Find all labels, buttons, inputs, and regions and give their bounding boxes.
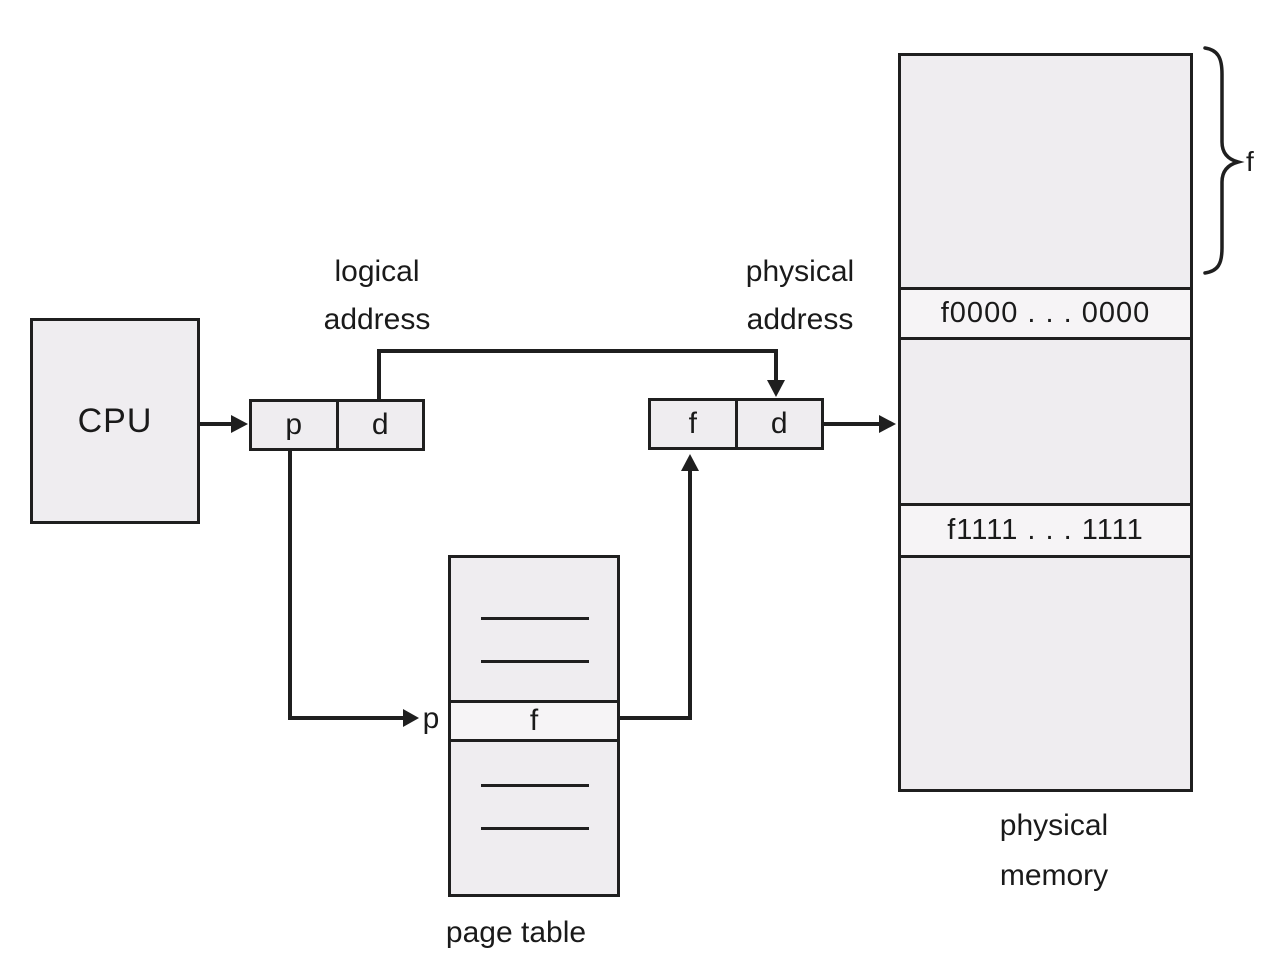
cpu-box: CPU [30, 318, 200, 524]
arrowhead-into-page-table-pointer [403, 709, 419, 727]
arrowhead-into-physical-f [681, 454, 699, 471]
physical-memory-caption-line1: physical [999, 809, 1109, 842]
physical-address-d-label: d [770, 407, 788, 440]
physical-address-register: f d [648, 398, 824, 450]
cpu-label: CPU [77, 401, 153, 440]
line-logical-d-to-physical-d [377, 349, 778, 400]
memory-frame-row-bottom: f1111 . . . 1111 [901, 503, 1190, 558]
physical-address-d-cell: d [738, 401, 822, 447]
logical-address-caption-line2: address [323, 303, 431, 336]
line-logical-p-to-page-table [288, 451, 404, 720]
logical-address-d-label: d [371, 408, 389, 441]
logical-address-p-cell: p [252, 402, 339, 448]
page-table-pointer-label: p [422, 702, 440, 735]
line-page-table-to-physical-f [620, 470, 692, 720]
logical-address-caption-line1: logical [334, 255, 420, 288]
memory-frame-top-label: f0000 . . . 0000 [940, 297, 1151, 329]
arrowhead-into-physical-d [767, 380, 785, 397]
page-table-entry-dash-4 [481, 827, 589, 830]
memory-frame-row-top: f0000 . . . 0000 [901, 287, 1190, 340]
frame-brace [1203, 46, 1245, 275]
logical-address-register: p d [249, 399, 425, 451]
physical-address-f-cell: f [651, 401, 738, 447]
physical-memory-box: f0000 . . . 0000 f1111 . . . 1111 [898, 53, 1193, 792]
page-table-box: f [448, 555, 620, 897]
frame-brace-label: f [1246, 146, 1254, 177]
page-table-entry-dash-1 [481, 617, 589, 620]
page-table-entry-dash-3 [481, 784, 589, 787]
physical-memory-caption-line2: memory [999, 859, 1109, 892]
arrowhead-into-memory [879, 415, 896, 433]
logical-address-p-label: p [285, 408, 303, 441]
arrowhead-cpu-to-logical-address [231, 415, 248, 433]
logical-address-d-cell: d [339, 402, 423, 448]
physical-address-caption-line2: address [746, 303, 854, 336]
memory-frame-bottom-label: f1111 . . . 1111 [947, 514, 1144, 546]
page-table-entry-value: f [529, 704, 539, 737]
page-table-caption: page table [445, 916, 587, 949]
physical-address-caption-line1: physical [745, 255, 855, 288]
page-table-entry-row: f [451, 700, 617, 742]
physical-address-f-label: f [688, 407, 697, 440]
page-table-entry-dash-2 [481, 660, 589, 663]
